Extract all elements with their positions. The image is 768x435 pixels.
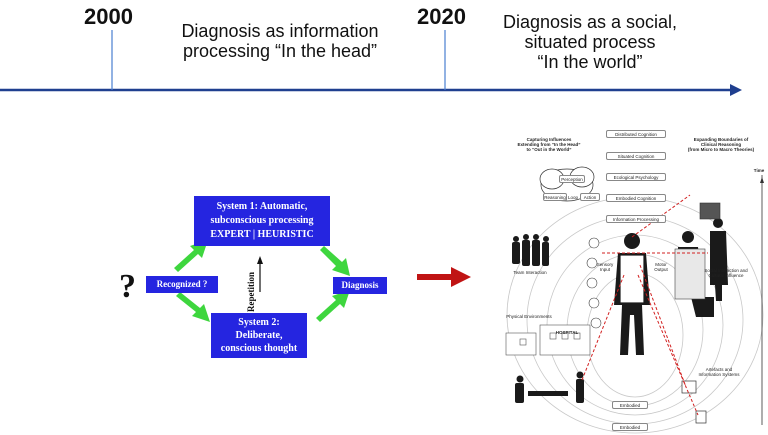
year-2000: 2000 bbox=[84, 4, 133, 29]
system1-box: System 1: Automatic, subconscious proces… bbox=[194, 196, 330, 246]
heading-line: Clinical Reasoning bbox=[700, 142, 742, 147]
system2-box: System 2: Deliberate, conscious thought bbox=[211, 313, 307, 358]
system1-expert-heuristic: EXPERT | HEURISTIC bbox=[210, 229, 314, 240]
green-arrows bbox=[174, 240, 350, 322]
label-artefacts: Artefacts and Information Systems bbox=[692, 367, 746, 377]
heading-line: Extending from “In the Head” bbox=[517, 142, 581, 147]
repetition-label: Repetition bbox=[246, 272, 256, 312]
caption-social-process: Diagnosis as a social, situated process … bbox=[490, 12, 690, 72]
caption-line: processing “In the head” bbox=[182, 41, 378, 61]
system2-line: conscious thought bbox=[220, 343, 298, 354]
system2-line: Deliberate, bbox=[235, 330, 283, 341]
label-team-interaction: Team Interaction bbox=[513, 270, 547, 275]
caption-line: Diagnosis as a social, bbox=[502, 12, 678, 32]
caption-information-processing: Diagnosis as information processing “In … bbox=[150, 21, 410, 61]
left-heading: Capturing Influences Extending from “In … bbox=[504, 137, 594, 152]
label-line: Cultural Influence bbox=[708, 273, 744, 278]
ring-ecological-psychology: Ecological Psychology bbox=[606, 173, 666, 181]
label-line: Social Interaction and bbox=[704, 268, 748, 273]
label-embodied: Embodied bbox=[612, 401, 648, 409]
cloud-perception: Perception bbox=[559, 175, 585, 183]
caption-line: “In the world” bbox=[537, 52, 643, 72]
ring-distributed-cognition: Distributed Cognition bbox=[606, 130, 666, 138]
right-heading: Expanding Boundaries of Clinical Reasoni… bbox=[678, 137, 764, 152]
label-social-interaction: Social Interaction and Cultural Influenc… bbox=[694, 268, 758, 278]
caption-line: situated process bbox=[524, 32, 656, 52]
ring-situated-cognition: Situated Cognition bbox=[606, 152, 666, 160]
ring-embodied-cognition: Embodied Cognition bbox=[606, 194, 666, 202]
label-motor-output: Motor Output bbox=[654, 262, 668, 272]
heading-line: Expanding Boundaries of bbox=[693, 137, 749, 142]
cloud-loop: Loop bbox=[567, 195, 578, 200]
transition-arrow-icon bbox=[417, 267, 471, 287]
recognized-box: Recognized ? bbox=[146, 276, 218, 293]
cloud-reasoning: Reasoning bbox=[543, 193, 567, 201]
system2-title: System 2: bbox=[238, 317, 280, 328]
label-embodied-outer: Embodied bbox=[612, 423, 648, 431]
system1-subtitle: subconscious processing bbox=[210, 215, 314, 226]
situated-cognition-figure bbox=[505, 166, 764, 434]
label-sensory-input: Sensory Input bbox=[596, 262, 614, 272]
heading-line: to “Out in the World” bbox=[526, 147, 572, 152]
label-line: Information Systems bbox=[698, 372, 740, 377]
label-physical-environments: Physical Environments bbox=[506, 314, 552, 319]
heading-line: Capturing Influences bbox=[526, 137, 572, 142]
label-hospital: HOSPITAL bbox=[555, 330, 579, 335]
heading-line: (from Micro to Macro Theories) bbox=[687, 147, 755, 152]
system1-title: System 1: Automatic, bbox=[216, 201, 308, 212]
label-line: Artefacts and bbox=[705, 367, 733, 372]
time-label: Time bbox=[753, 168, 765, 173]
dual-process-arrows bbox=[174, 240, 350, 322]
cloud-action: Action bbox=[580, 193, 600, 201]
timeline-axis bbox=[0, 30, 742, 96]
caption-line: Diagnosis as information bbox=[181, 21, 379, 41]
ring-information-processing: Information Processing bbox=[606, 215, 666, 223]
year-2020: 2020 bbox=[417, 4, 466, 29]
diagnosis-box: Diagnosis bbox=[333, 277, 387, 294]
question-mark-icon: ? bbox=[119, 268, 136, 305]
